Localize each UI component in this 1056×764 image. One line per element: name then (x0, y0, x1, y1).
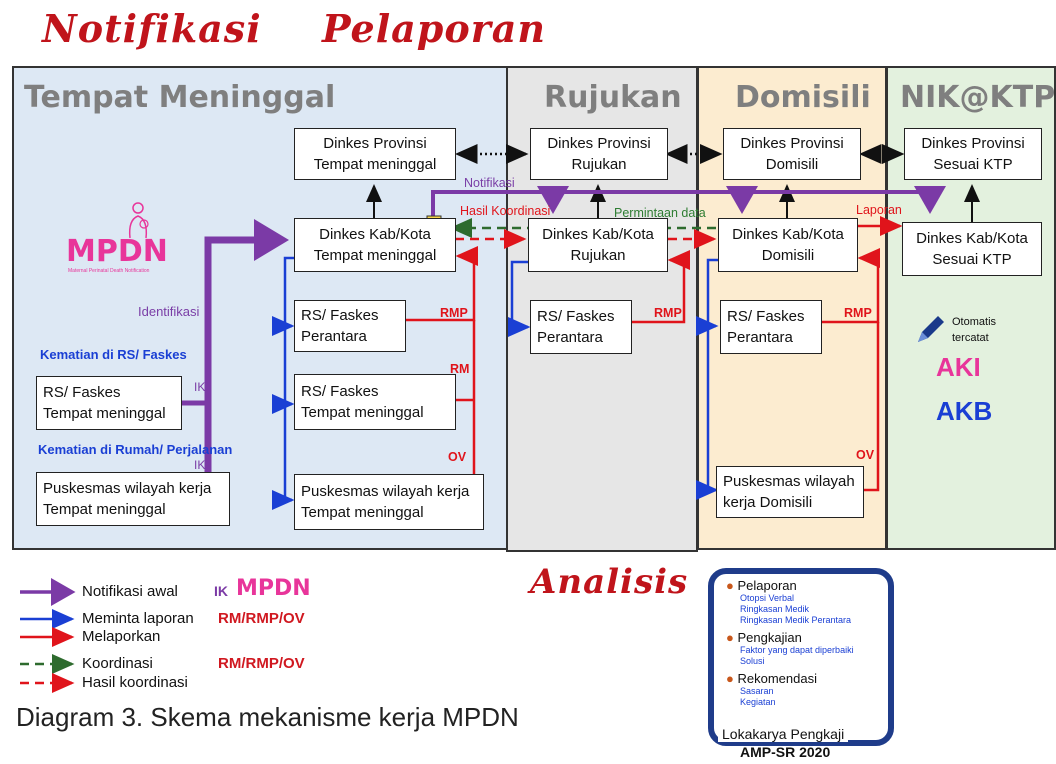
label-ov-tm: OV (448, 450, 467, 464)
label-ov-domisili: OV (856, 448, 875, 462)
analisis-item: Solusi (740, 656, 765, 666)
label-ik-rumah: IK (194, 458, 206, 472)
analisis-section-pelaporan: ● Pelaporan (726, 578, 797, 593)
label-rm-tm: RM (450, 362, 470, 376)
analisis-item: Faktor yang dapat diperbaiki (740, 645, 854, 655)
panel-title-nik-ktp: NIK@KTP (900, 80, 1056, 115)
mpdn-logo: MPDN Maternal Perinatal Death Notificati… (66, 200, 176, 276)
mother-baby-icon (128, 202, 149, 239)
mpdn-logo-subtitle: Maternal Perinatal Death Notification (68, 268, 150, 274)
label-ik-rs: IK (194, 380, 206, 394)
legend-rm-rmp-ov-2: RM/RMP/OV (218, 655, 305, 672)
label-aki: AKI (936, 352, 981, 382)
box-rs-perantara-domisili: RS/ Faskes Perantara (720, 300, 822, 354)
analisis-item: Ringkasan Medik Perantara (740, 615, 852, 625)
label-akb: AKB (936, 396, 993, 426)
box-dinkes-prov-ktp: Dinkes Provinsi Sesuai KTP (904, 128, 1042, 180)
legend-rm-rmp-ov-1: RM/RMP/OV (218, 610, 305, 627)
box-dinkes-prov-domisili: Dinkes Provinsi Domisili (723, 128, 861, 180)
box-puskesmas-tempat-meninggal-left: Puskesmas wilayah kerja Tempat meninggal (36, 472, 230, 526)
analisis-section-pengkajian: ● Pengkajian (726, 630, 802, 645)
legend-melaporkan: Melaporkan (82, 628, 161, 645)
box-dinkes-kab-domisili: Dinkes Kab/Kota Domisili (718, 218, 858, 272)
box-dinkes-kab-tempat-meninggal: Dinkes Kab/Kota Tempat meninggal (294, 218, 456, 272)
mpdn-logo-text: MPDN (66, 234, 168, 269)
label-otomatis-tercatat: Otomatis tercatat (952, 316, 997, 344)
analisis-footer-line1: Lokakarya Pengkaji (718, 726, 849, 742)
analisis-item: Otopsi Verbal (740, 593, 795, 603)
label-rmp-domisili: RMP (844, 306, 872, 320)
legend-meminta-laporan: Meminta laporan (82, 610, 194, 627)
analisis-footer-line2: AMP-SR 2020 (740, 744, 831, 760)
box-puskesmas-tempat-meninggal-mid: Puskesmas wilayah kerja Tempat meninggal (294, 474, 484, 530)
heading-pelaporan: Pelaporan (322, 6, 546, 51)
label-identifikasi: Identifikasi (138, 304, 200, 319)
label-laporan: Laporan (856, 203, 902, 217)
panel-title-rujukan: Rujukan (544, 80, 682, 115)
box-dinkes-kab-rujukan: Dinkes Kab/Kota Rujukan (528, 218, 668, 272)
box-puskesmas-domisili: Puskesmas wilayah kerja Domisili (716, 466, 864, 518)
box-rs-tempat-meninggal-left: RS/ Faskes Tempat meninggal (36, 376, 182, 430)
label-hasil-koordinasi: Hasil Koordinasi (460, 204, 551, 218)
legend-mpdn-logo: MPDN (236, 576, 311, 601)
legend-hasil-koordinasi: Hasil koordinasi (82, 674, 188, 691)
legend-notifikasi-awal: Notifikasi awal (82, 583, 178, 600)
heading-analisis: Analisis (530, 562, 689, 602)
analisis-panel: ● Pelaporan Otopsi Verbal Ringkasan Medi… (708, 568, 894, 746)
box-rs-perantara-rujukan: RS/ Faskes Perantara (530, 300, 632, 354)
box-dinkes-prov-rujukan: Dinkes Provinsi Rujukan (530, 128, 668, 180)
label-kematian-rs: Kematian di RS/ Faskes (40, 347, 187, 362)
analisis-item: Sasaran (740, 686, 774, 696)
label-notifikasi: Notifikasi (464, 176, 515, 190)
panel-title-domisili: Domisili (735, 80, 871, 115)
label-rmp-rujukan: RMP (654, 306, 682, 320)
analisis-section-rekomendasi: ● Rekomendasi (726, 671, 817, 686)
label-kematian-rumah: Kematian di Rumah/ Perjalanan (38, 442, 233, 457)
analisis-item: Kegiatan (740, 697, 776, 707)
heading-notifikasi: Notifikasi (42, 6, 262, 51)
diagram-caption: Diagram 3. Skema mekanisme kerja MPDN (16, 702, 519, 732)
panel-title-tempat-meninggal: Tempat Meninggal (24, 80, 336, 115)
pencil-icon (912, 312, 948, 353)
legend-koordinasi: Koordinasi (82, 655, 153, 672)
label-rmp-tm: RMP (440, 306, 468, 320)
box-rs-tempat-meninggal-mid: RS/ Faskes Tempat meninggal (294, 374, 456, 430)
legend-ik-code: IK (214, 583, 228, 599)
box-dinkes-prov-tempat-meninggal: Dinkes Provinsi Tempat meninggal (294, 128, 456, 180)
label-permintaan-data: Permintaan data (614, 206, 706, 220)
box-rs-perantara-tm: RS/ Faskes Perantara (294, 300, 406, 352)
analisis-item: Ringkasan Medik (740, 604, 810, 614)
box-dinkes-kab-ktp: Dinkes Kab/Kota Sesuai KTP (902, 222, 1042, 276)
